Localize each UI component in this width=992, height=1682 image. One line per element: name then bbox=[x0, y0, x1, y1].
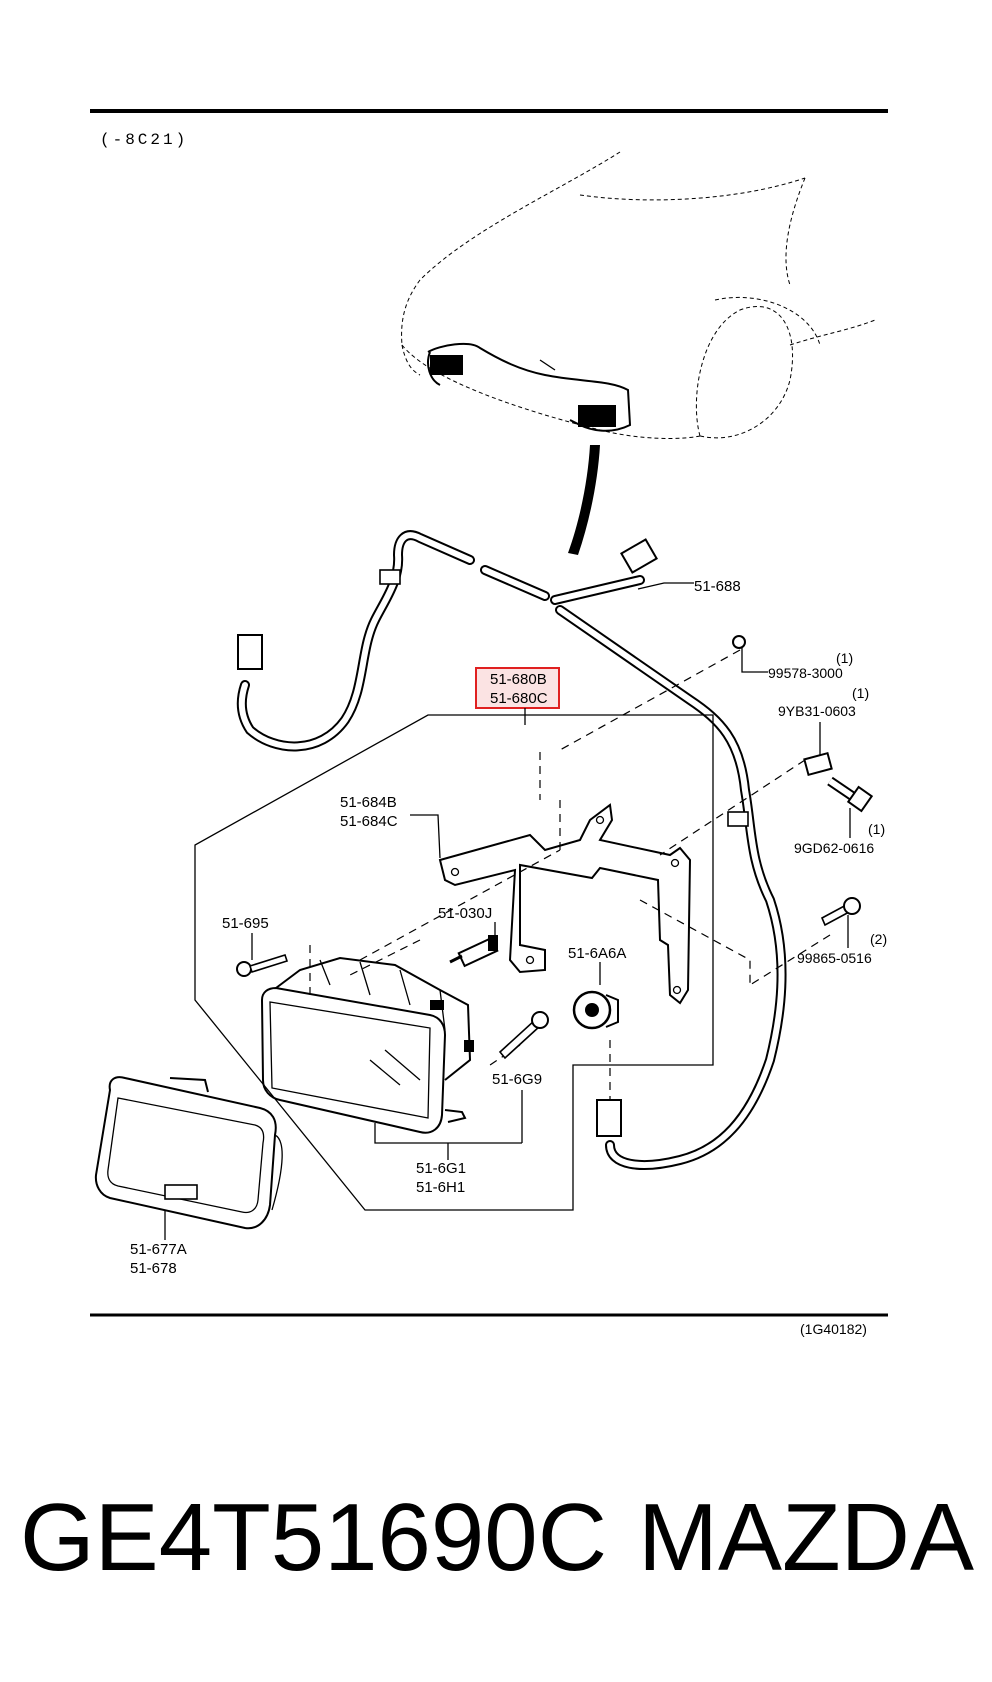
nut-icon bbox=[803, 751, 833, 777]
fog-lamp-unit bbox=[260, 956, 474, 1134]
callout-9YB31-0603-qty: (1) bbox=[852, 685, 869, 701]
socket-icon bbox=[572, 990, 619, 1030]
clip-nut-icon bbox=[732, 635, 746, 649]
callout-99865-0516: 99865-0516 bbox=[797, 950, 872, 966]
screw-left-icon bbox=[236, 954, 289, 977]
callout-51-677A: 51-677A bbox=[130, 1241, 187, 1258]
harness-connector-left bbox=[237, 634, 263, 670]
callout-9YB31-0603: 9YB31-0603 bbox=[778, 703, 856, 719]
bulb-icon bbox=[449, 935, 499, 968]
callout-51-6H1: 51-6H1 bbox=[416, 1179, 465, 1196]
lamp-bezel bbox=[94, 1076, 283, 1230]
screw-right-icon bbox=[820, 897, 861, 927]
bolt-right-icon bbox=[827, 776, 874, 813]
header-code: (-8C21) bbox=[100, 131, 188, 149]
car-front-illustration bbox=[401, 151, 876, 439]
callout-99865-0516-qty: (2) bbox=[870, 931, 887, 947]
callout-51-680C: 51-680C bbox=[490, 690, 548, 707]
callout-9GD62-0616: 9GD62-0616 bbox=[794, 840, 874, 856]
callout-51-030J: 51-030J bbox=[438, 905, 492, 922]
wire-harness bbox=[236, 530, 787, 1170]
location-arrow bbox=[568, 445, 600, 555]
adjuster-screw-icon bbox=[498, 1011, 549, 1060]
callout-99578-3000: 99578-3000 bbox=[768, 665, 843, 681]
mounting-bracket bbox=[438, 803, 692, 1005]
harness-clip-right bbox=[727, 811, 749, 827]
callout-51-684B: 51-684B bbox=[340, 794, 397, 811]
callout-51-6A6A: 51-6A6A bbox=[568, 945, 626, 962]
part-number: GE4T51690C bbox=[20, 1484, 607, 1591]
callout-51-678: 51-678 bbox=[130, 1260, 177, 1277]
callout-51-6G1: 51-6G1 bbox=[416, 1160, 466, 1177]
fog-opening-right bbox=[578, 405, 616, 427]
callout-51-684C: 51-684C bbox=[340, 813, 398, 830]
callout-51-695: 51-695 bbox=[222, 915, 269, 932]
callout-9GD62-0616-qty: (1) bbox=[868, 821, 885, 837]
highlight-box bbox=[475, 667, 560, 709]
callout-51-688: 51-688 bbox=[694, 578, 741, 595]
brand-name: MAZDA bbox=[638, 1484, 974, 1591]
callout-51-680B: 51-680B bbox=[490, 671, 547, 688]
harness-connector-top bbox=[620, 538, 658, 574]
figure-code: (1G40182) bbox=[800, 1321, 867, 1337]
assembly-outline bbox=[194, 714, 714, 1211]
fog-opening-left bbox=[430, 355, 463, 375]
harness-clip-left bbox=[379, 569, 401, 585]
harness-connector-bottom bbox=[596, 1099, 622, 1137]
callout-51-6G9: 51-6G9 bbox=[492, 1071, 542, 1088]
assembly-dashed-lines bbox=[309, 649, 831, 1100]
callout-99578-3000-qty: (1) bbox=[836, 650, 853, 666]
